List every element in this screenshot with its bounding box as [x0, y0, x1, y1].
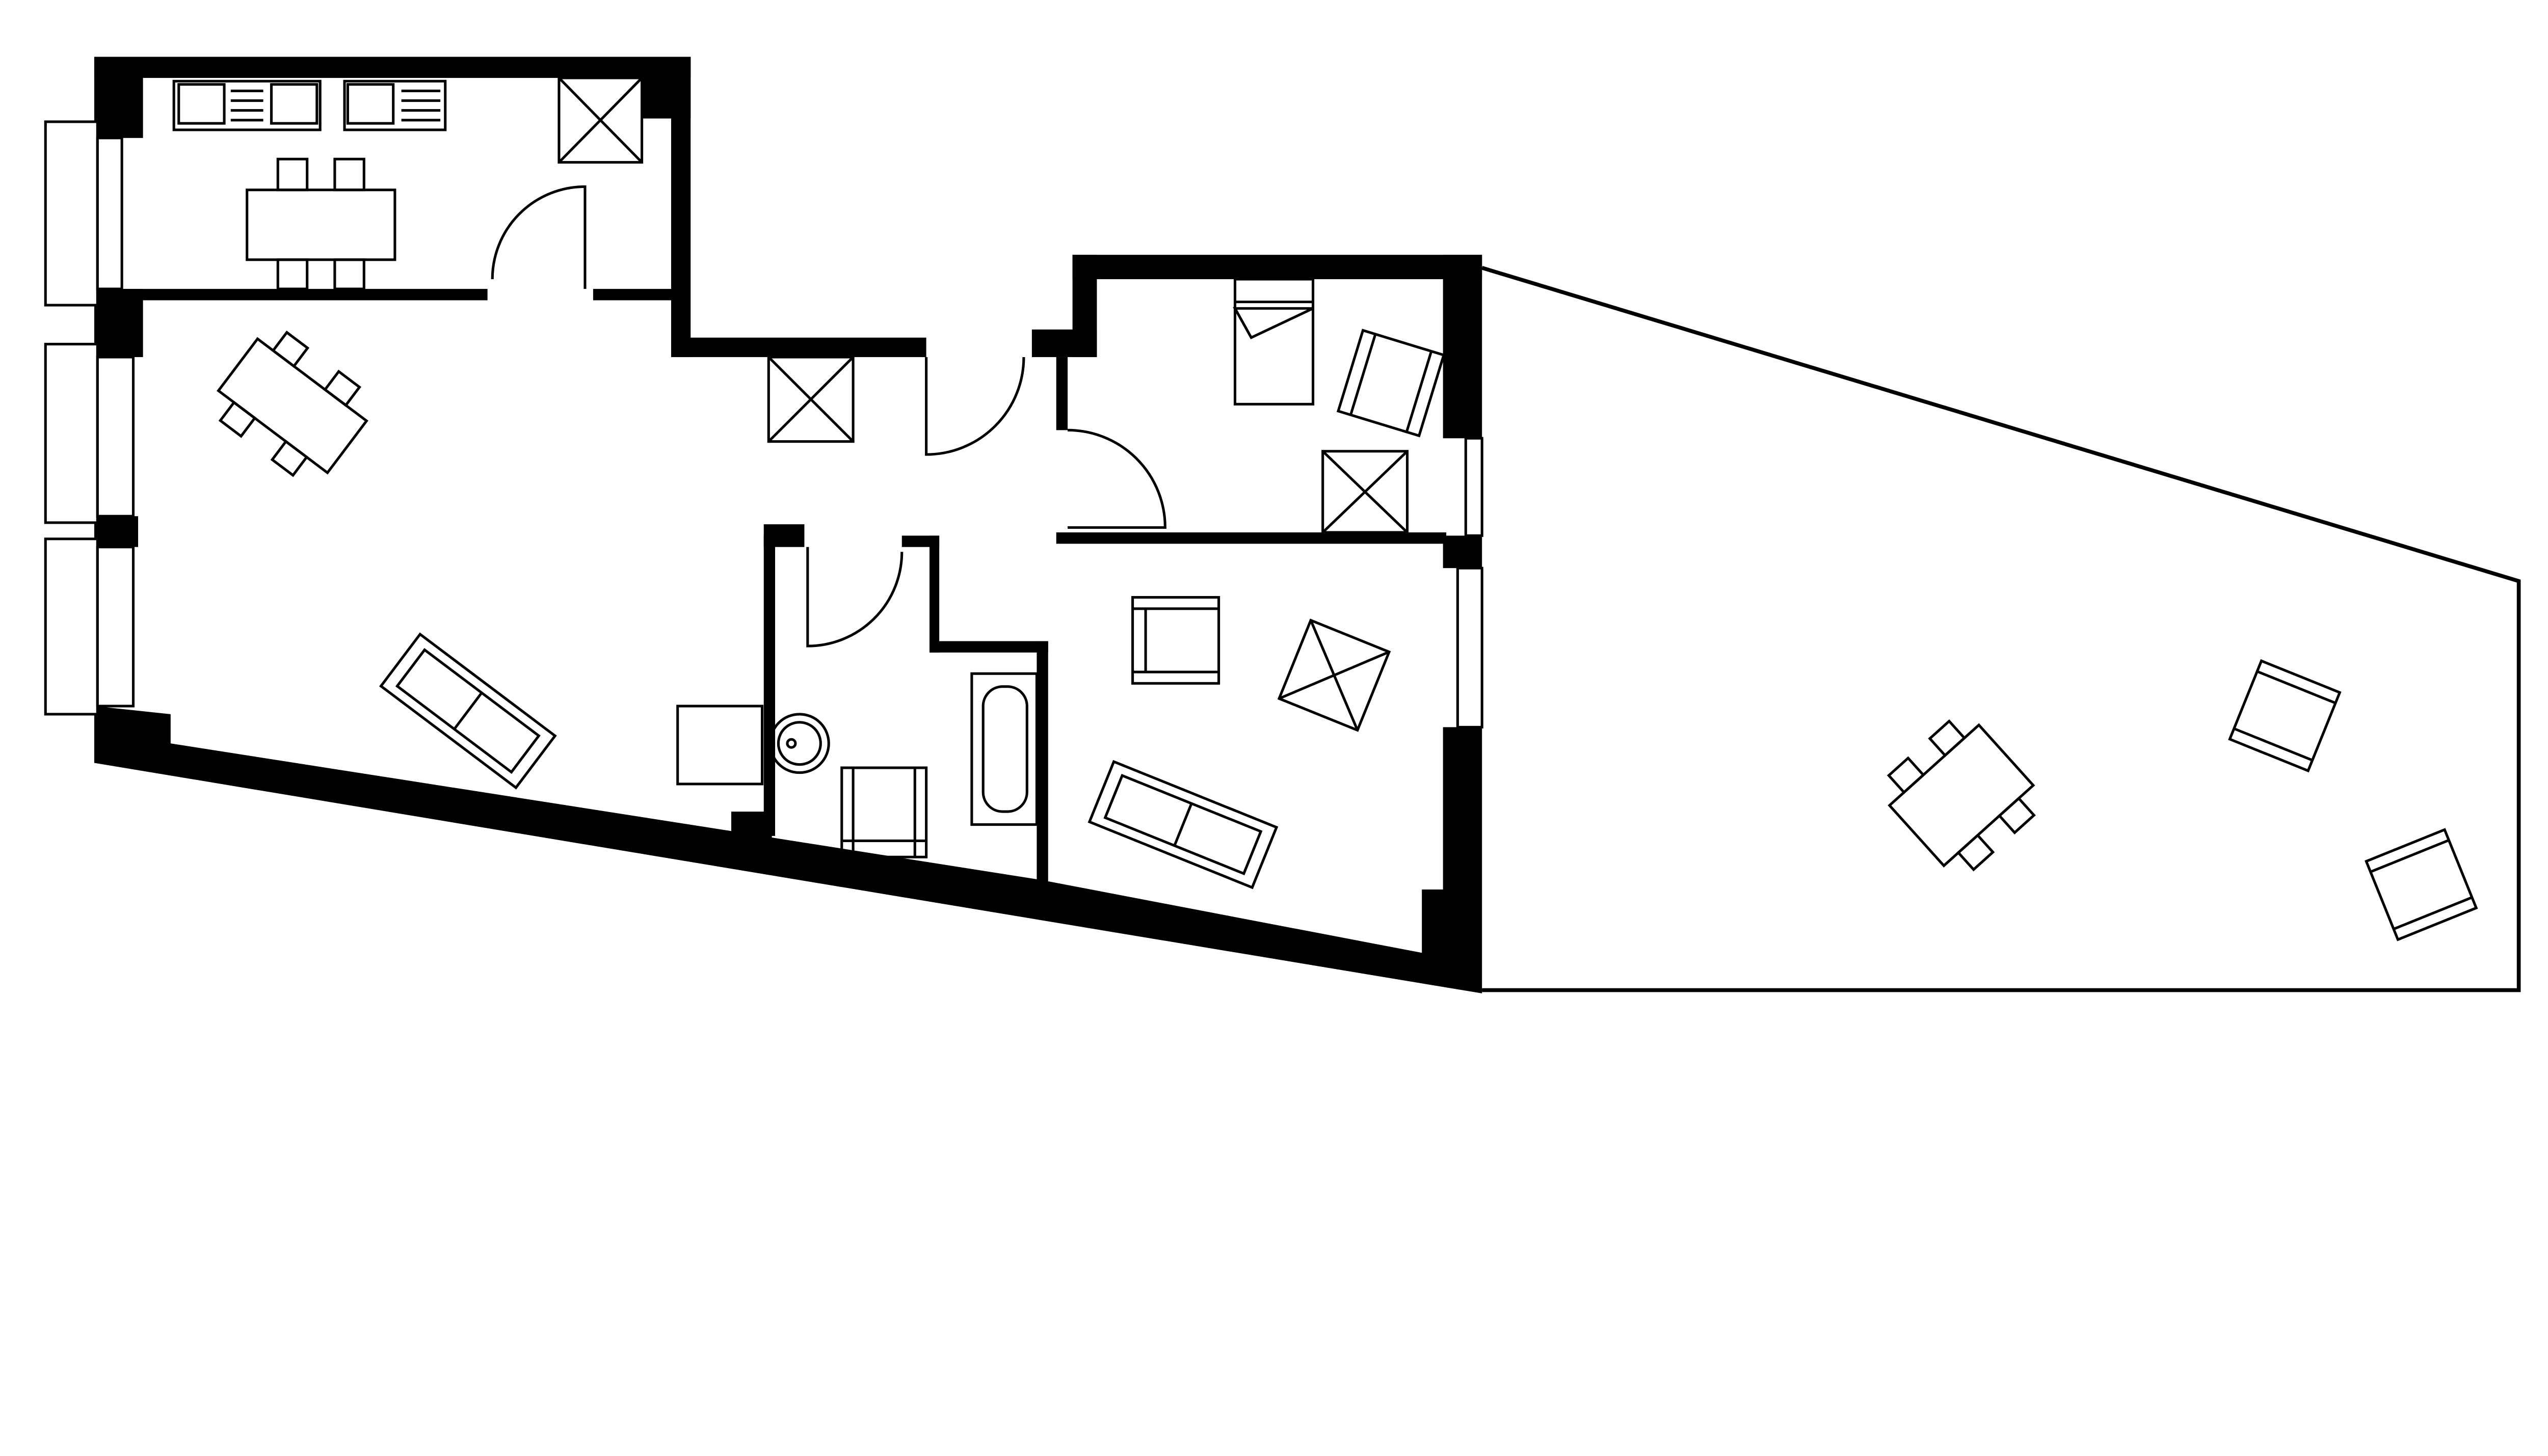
bathtub-icon	[970, 672, 1038, 826]
walls	[94, 57, 1482, 993]
door-swing-icon	[925, 357, 1025, 456]
stove-icon	[343, 79, 447, 131]
bed-icon	[1233, 278, 1315, 406]
dining-table-icon	[1887, 719, 2036, 872]
armchair-icon	[2228, 659, 2342, 773]
armchair-icon	[1336, 329, 1446, 438]
window-icon	[44, 342, 99, 524]
window-icon	[1464, 437, 1483, 537]
door-swing-icon	[491, 185, 587, 289]
wardrobe-icon	[1277, 618, 1391, 732]
window-icon	[96, 546, 135, 708]
garden-terrace	[1481, 266, 2521, 992]
window-icon	[44, 120, 99, 307]
window-icon	[1456, 567, 1483, 729]
sofa-icon	[1087, 760, 1279, 889]
dining-table-icon	[246, 157, 396, 290]
armchair-icon	[2365, 828, 2478, 941]
window-icon	[44, 537, 99, 716]
wardrobe-icon	[558, 76, 644, 164]
sofa-icon	[379, 632, 557, 790]
door-swing-icon	[806, 547, 904, 648]
wardrobe-icon	[1321, 450, 1409, 534]
wardrobe-icon	[767, 356, 855, 443]
window-icon	[96, 137, 123, 290]
door-swing-icon	[1068, 428, 1166, 529]
armchair-icon	[840, 766, 928, 858]
armchair-icon	[1131, 596, 1220, 685]
dining-table-icon	[217, 330, 368, 477]
doors	[491, 185, 1166, 648]
window-icon	[96, 356, 135, 518]
sink-icon	[172, 79, 322, 131]
furniture	[172, 76, 2478, 941]
floor-plan	[44, 57, 2521, 993]
washbasin-icon	[676, 705, 830, 786]
windows	[44, 120, 1483, 729]
